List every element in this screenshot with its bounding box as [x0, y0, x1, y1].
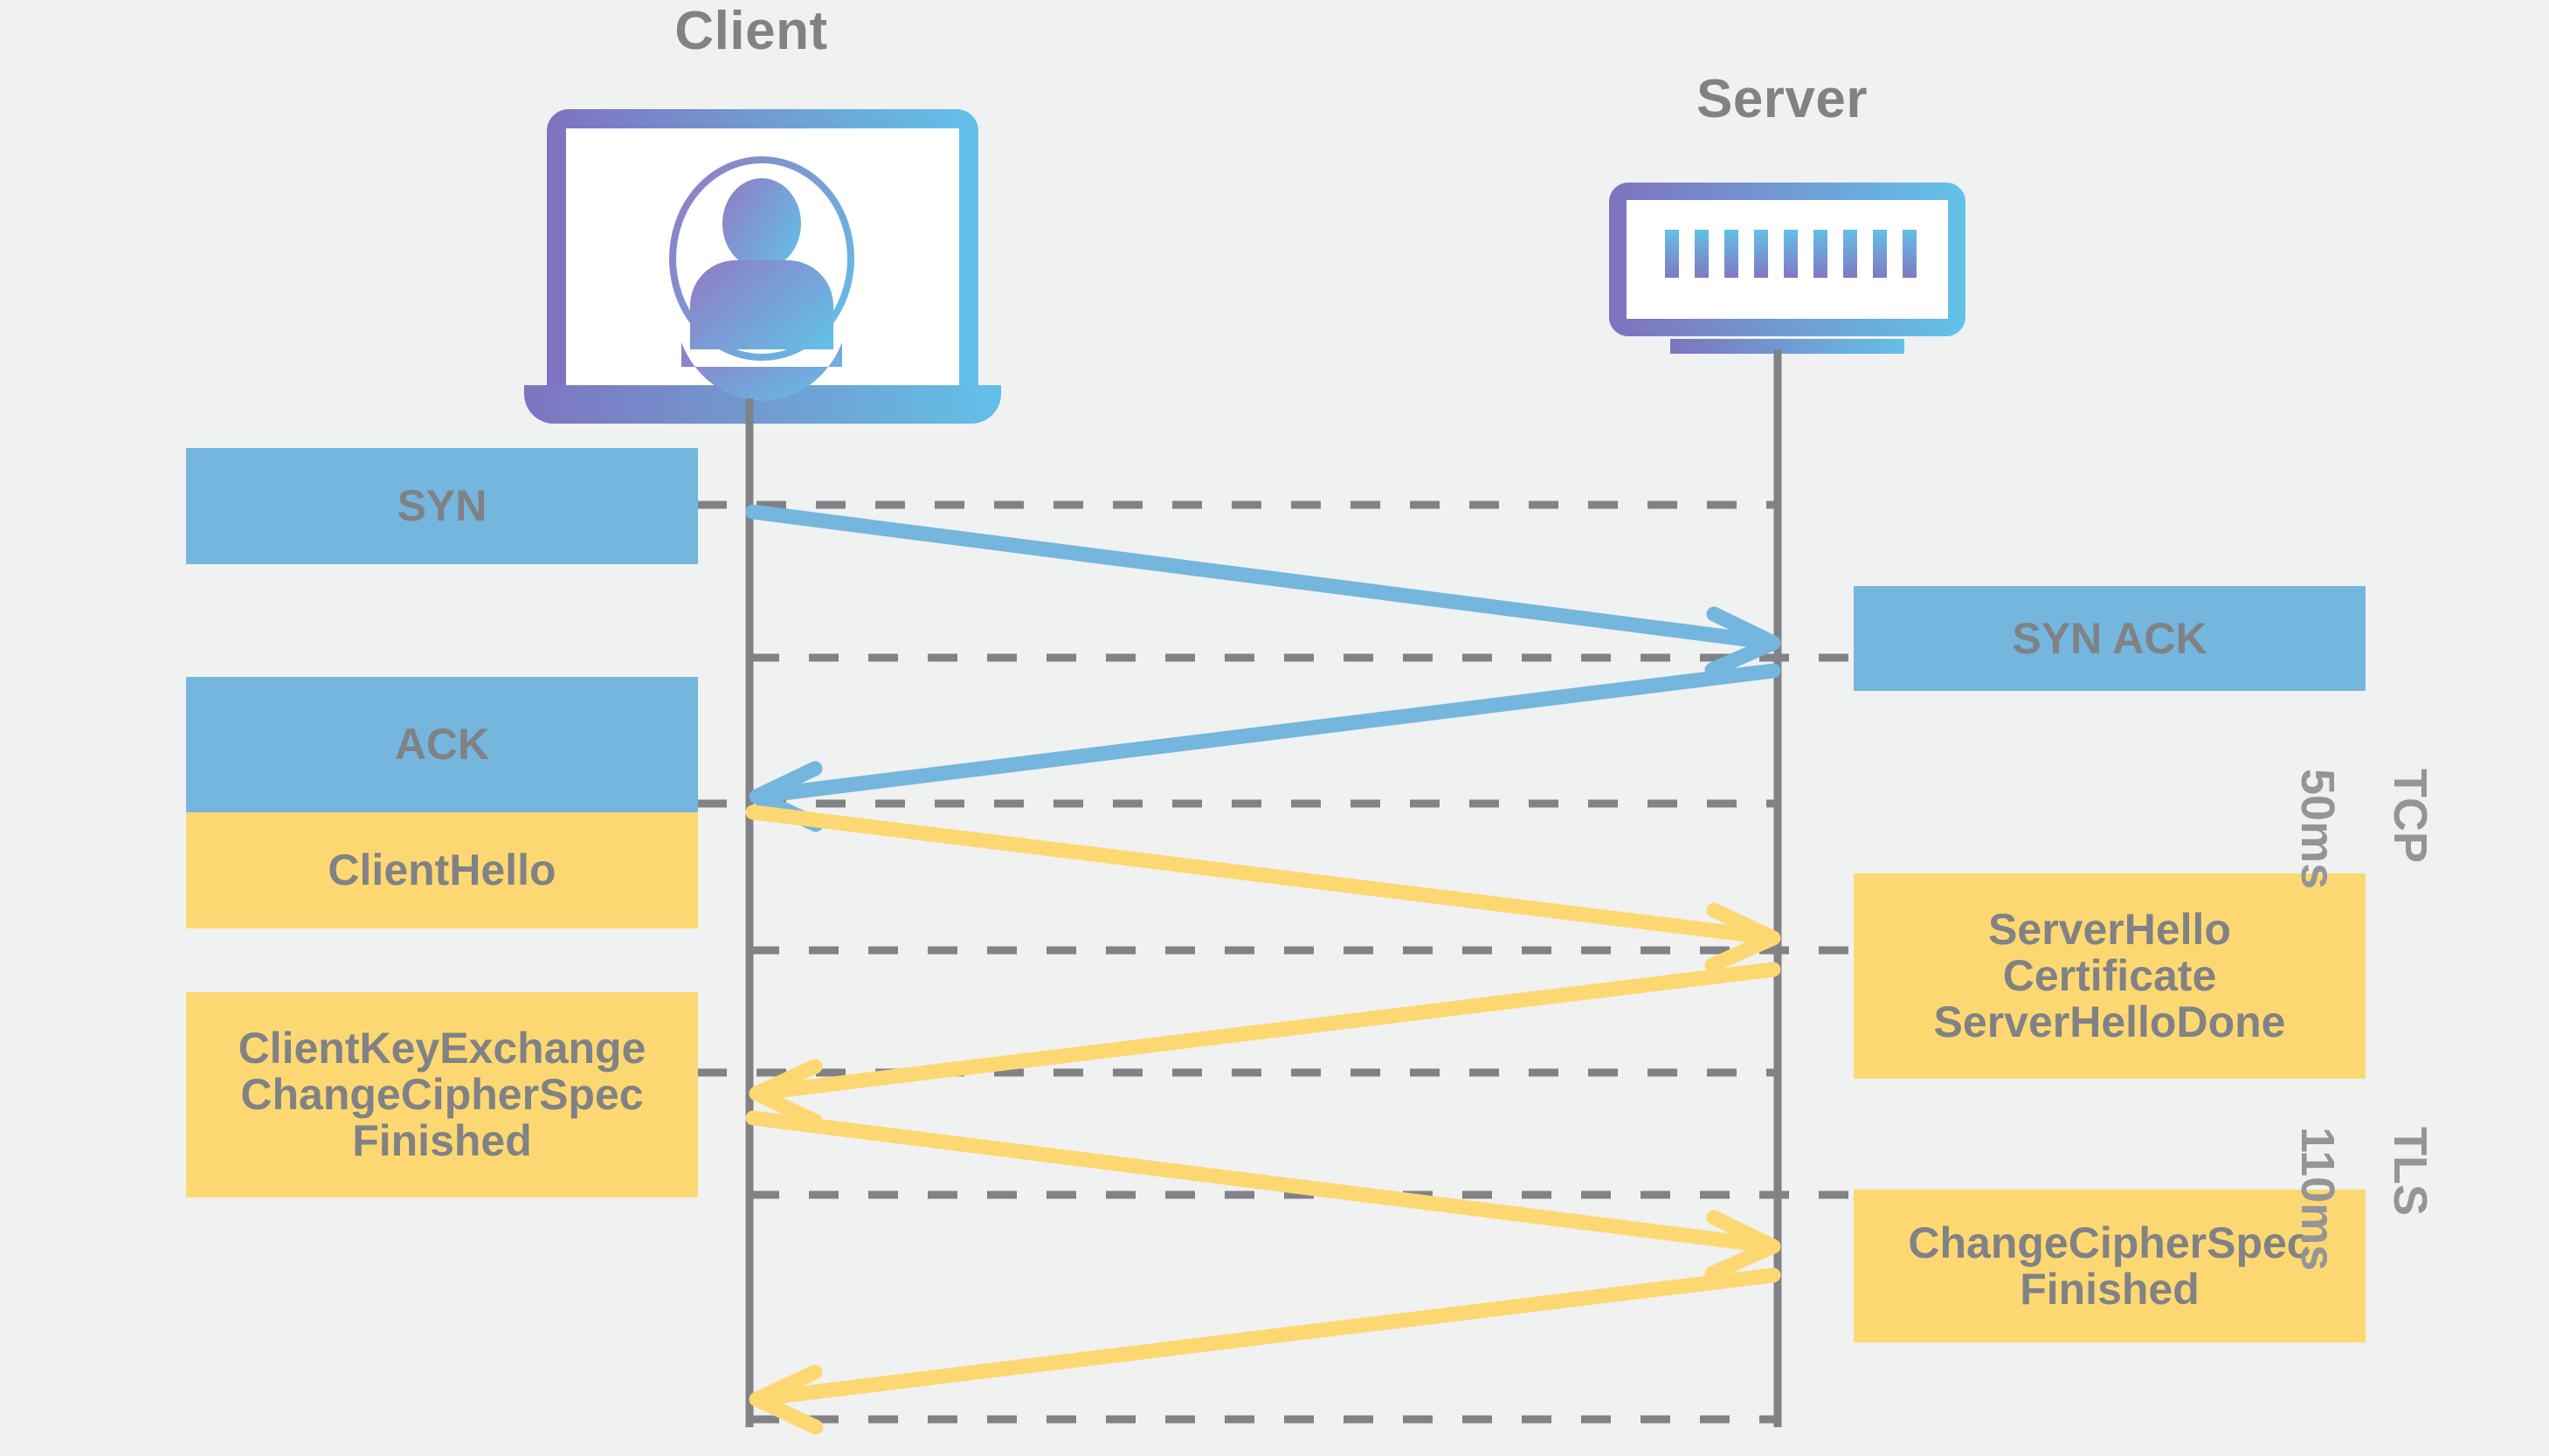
- client-actor-label: Client: [674, 1, 828, 61]
- laptop-user-icon: [524, 109, 1001, 424]
- phase-label-tcp-duration: 50ms: [2291, 769, 2345, 890]
- message-box-ack[interactable]: ACK: [186, 677, 698, 812]
- message-box-change-cipher-spec[interactable]: ChangeCipherSpec Finished: [1854, 1190, 2366, 1342]
- message-box-syn-ack[interactable]: SYN ACK: [1854, 586, 2366, 691]
- arrow-client-hello: [745, 804, 1781, 973]
- phase-label-tcp-protocol: TCP: [2384, 769, 2437, 864]
- server-actor-label: Server: [1696, 69, 1869, 129]
- phase-label-tcp: TCP 50ms: [2248, 716, 2479, 889]
- arrow-change-cipher-spec: [749, 1267, 1781, 1435]
- message-label-change-cipher-spec: ChangeCipherSpec Finished: [1908, 1218, 2311, 1314]
- message-label-client-key-exchange: ClientKeyExchange ChangeCipherSpec Finis…: [238, 1024, 646, 1165]
- arrow-server-hello: [749, 962, 1781, 1129]
- message-label-server-hello: ServerHello Certificate ServerHelloDone: [1933, 905, 2286, 1046]
- message-label-ack: ACK: [394, 720, 490, 769]
- arrow-client-key-exchange: [745, 1110, 1781, 1281]
- message-box-syn[interactable]: SYN: [186, 448, 698, 564]
- message-label-client-hello: ClientHello: [328, 845, 556, 894]
- message-box-client-key-exchange[interactable]: ClientKeyExchange ChangeCipherSpec Finis…: [186, 992, 698, 1197]
- phase-label-tls-duration: 110ms: [2291, 1127, 2345, 1272]
- server-rack-icon: [1609, 183, 1965, 354]
- phase-label-tls: TLS 110ms: [2248, 1074, 2479, 1271]
- arrow-syn: [745, 504, 1781, 678]
- message-box-server-hello[interactable]: ServerHello Certificate ServerHelloDone: [1854, 873, 2366, 1079]
- message-label-syn-ack: SYN ACK: [2012, 613, 2207, 663]
- arrow-syn-ack: [749, 663, 1781, 832]
- message-label-syn: SYN: [397, 481, 487, 530]
- phase-label-tls-protocol: TLS: [2384, 1127, 2437, 1217]
- message-box-client-hello[interactable]: ClientHello: [186, 812, 698, 928]
